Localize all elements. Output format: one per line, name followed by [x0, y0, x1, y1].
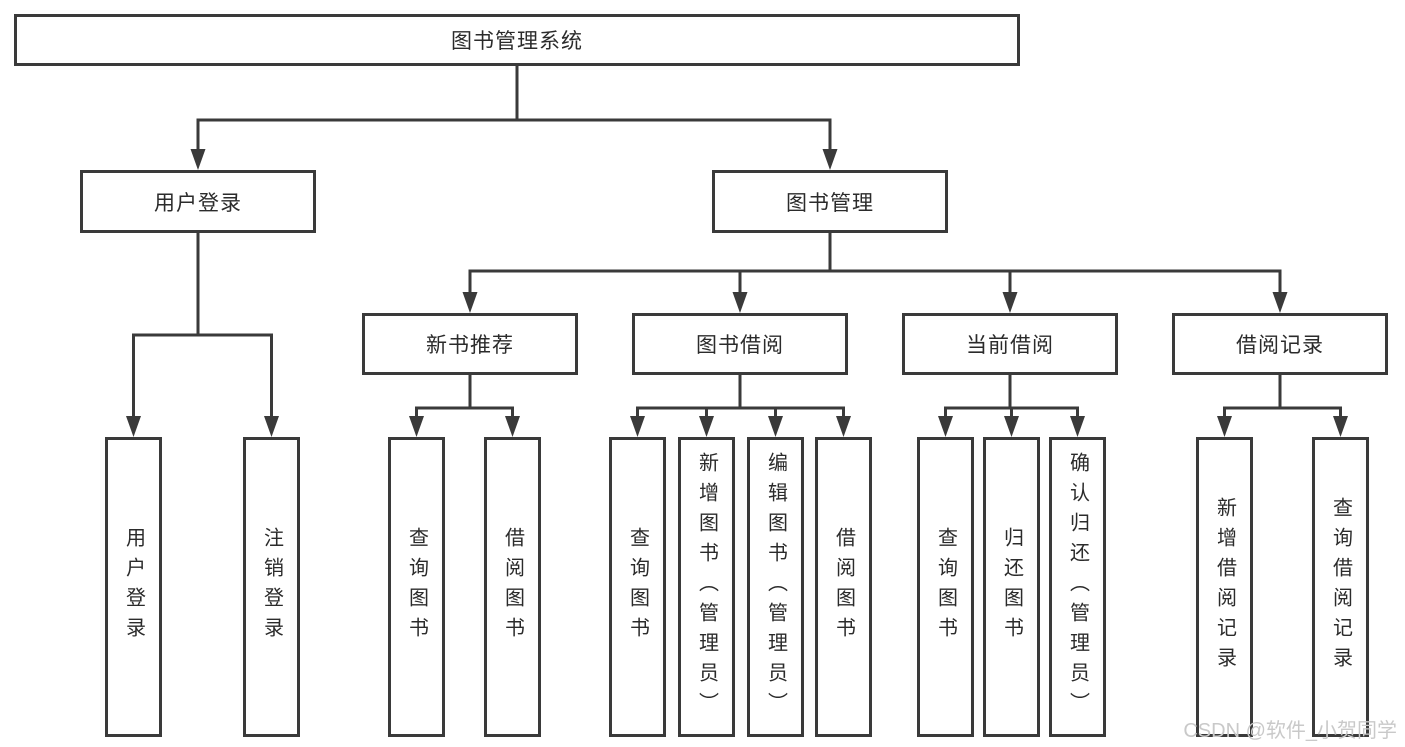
arrow-down-icon	[1002, 292, 1018, 313]
node-book-borrow-label: 图书借阅	[696, 334, 784, 357]
leaf-user-login: 用户登录	[105, 437, 162, 737]
leaf-query-books-current-label: 查询图书	[934, 527, 957, 647]
arrow-down-icon	[190, 149, 206, 170]
connector-current-borrow-children	[938, 375, 1085, 437]
node-borrow-records-label: 借阅记录	[1236, 334, 1324, 357]
leaf-add-books-admin: 新增图书（管理员）	[678, 437, 735, 737]
leaf-borrow-books-recommend-label: 借阅图书	[501, 527, 524, 647]
arrow-down-icon	[699, 416, 714, 437]
leaf-return-books: 归还图书	[983, 437, 1040, 737]
leaf-query-books-current: 查询图书	[917, 437, 974, 737]
leaf-query-books-borrow-label: 查询图书	[626, 527, 649, 647]
node-book-management-label: 图书管理	[786, 191, 874, 215]
csdn-watermark: CSDN @软件_小贺同学	[1183, 720, 1397, 742]
leaf-confirm-return-admin-label: 确认归还（管理员）	[1066, 452, 1089, 722]
node-book-management: 图书管理	[712, 170, 948, 233]
connector-user-login-children	[126, 233, 279, 437]
leaf-return-books-label: 归还图书	[1000, 527, 1023, 647]
leaf-query-books-recommend-label: 查询图书	[405, 527, 428, 647]
leaf-add-borrow-record-label: 新增借阅记录	[1213, 497, 1236, 677]
node-user-login-label: 用户登录	[154, 191, 242, 215]
arrow-down-icon	[1070, 416, 1085, 437]
arrow-down-icon	[938, 416, 953, 437]
leaf-query-books-borrow: 查询图书	[609, 437, 666, 737]
leaf-add-borrow-record: 新增借阅记录	[1196, 437, 1253, 737]
connector-new-book-children	[409, 375, 520, 437]
node-user-login: 用户登录	[80, 170, 316, 233]
leaf-edit-books-admin: 编辑图书（管理员）	[747, 437, 804, 737]
connector-root-to-level2	[190, 66, 838, 170]
arrow-down-icon	[264, 416, 279, 437]
node-current-borrow: 当前借阅	[902, 313, 1118, 375]
arrow-down-icon	[1217, 416, 1232, 437]
arrow-down-icon	[505, 416, 520, 437]
arrow-down-icon	[409, 416, 424, 437]
leaf-query-books-recommend: 查询图书	[388, 437, 445, 737]
node-root-label: 图书管理系统	[451, 30, 583, 53]
leaf-logout: 注销登录	[243, 437, 300, 737]
leaf-edit-books-admin-label: 编辑图书（管理员）	[764, 452, 787, 722]
node-new-book-recommend: 新书推荐	[362, 313, 578, 375]
arrow-down-icon	[768, 416, 783, 437]
arrow-down-icon	[836, 416, 851, 437]
connector-book-borrow-children	[630, 375, 851, 437]
leaf-query-borrow-record-label: 查询借阅记录	[1329, 497, 1352, 677]
arrow-down-icon	[126, 416, 141, 437]
node-book-borrow: 图书借阅	[632, 313, 848, 375]
leaf-query-borrow-record: 查询借阅记录	[1312, 437, 1369, 737]
arrow-down-icon	[1272, 292, 1288, 313]
arrow-down-icon	[1333, 416, 1348, 437]
arrow-down-icon	[822, 149, 838, 170]
node-borrow-records: 借阅记录	[1172, 313, 1388, 375]
arrow-down-icon	[630, 416, 645, 437]
arrow-down-icon	[732, 292, 748, 313]
node-root: 图书管理系统	[14, 14, 1020, 66]
leaf-user-login-label: 用户登录	[122, 527, 145, 647]
leaf-add-books-admin-label: 新增图书（管理员）	[695, 452, 718, 722]
leaf-borrow-books: 借阅图书	[815, 437, 872, 737]
arrow-down-icon	[462, 292, 478, 313]
node-current-borrow-label: 当前借阅	[966, 334, 1054, 357]
connector-borrow-records-children	[1217, 375, 1348, 437]
connector-book-management-children	[462, 233, 1288, 313]
leaf-borrow-books-label: 借阅图书	[832, 527, 855, 647]
leaf-logout-label: 注销登录	[260, 527, 283, 647]
leaf-borrow-books-recommend: 借阅图书	[484, 437, 541, 737]
leaf-confirm-return-admin: 确认归还（管理员）	[1049, 437, 1106, 737]
node-new-book-recommend-label: 新书推荐	[426, 334, 514, 357]
arrow-down-icon	[1004, 416, 1019, 437]
